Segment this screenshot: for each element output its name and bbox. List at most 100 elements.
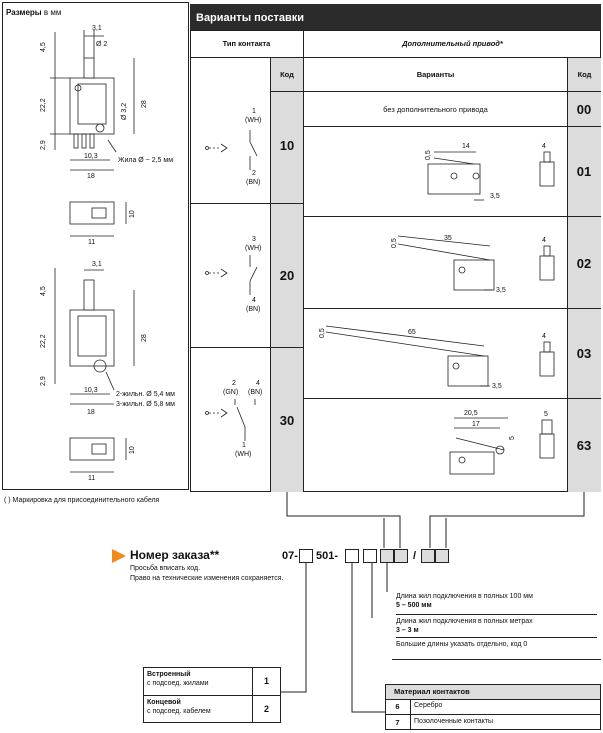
order-box-mount[interactable] (299, 549, 313, 563)
cable-length-line-2: 5 – 500 мм (396, 602, 432, 609)
variants-header: Варианты поставки (190, 4, 601, 30)
drive-none-text: без дополнительного привода (383, 104, 488, 114)
col-variants-header: Варианты (304, 58, 567, 92)
dimensions-title: Размеры в мм (6, 8, 61, 17)
contact-30-label-6: (WH) (235, 451, 252, 458)
mount-2-title: Концевой (147, 699, 181, 706)
order-note-2: Право на технические изменения сохраняет… (130, 575, 284, 582)
dim-10-bottom: 10 (129, 446, 136, 454)
drive-code-02: 02 (576, 255, 592, 271)
dim-22-2-bottom: 22,2 (40, 334, 47, 348)
contact-code-column (270, 92, 304, 492)
dimensions-unit: в мм (43, 8, 62, 17)
drive-drawing-01: 0,5 14 3,5 4 (425, 143, 555, 201)
contact-30-label-4: (BN) (248, 389, 263, 396)
order-box-length[interactable] (363, 549, 377, 563)
material-title: Материал контактов (386, 685, 600, 699)
contact-code-20: 20 (279, 267, 295, 283)
dim-4-5-top: 4,5 (40, 42, 47, 52)
order-box-contact-2[interactable] (394, 549, 408, 563)
contact-30-label-5: 1 (242, 442, 246, 449)
mount-1-sub: с подсоед. жилами (147, 680, 209, 687)
dim-10-3-bottom: 10,3 (84, 387, 98, 394)
drive-02-dim-3: 4 (542, 237, 546, 244)
cable-length-line-5: Большие длины указать отдельно, код 0 (396, 641, 528, 648)
dim-10-top: 10 (129, 210, 136, 218)
dim-28-bottom: 28 (141, 334, 148, 342)
order-box-contact-1[interactable] (380, 549, 394, 563)
dim-3-1-bottom: 3,1 (92, 261, 102, 268)
contact-code-30: 30 (279, 412, 295, 428)
order-box-drive-2[interactable] (435, 549, 449, 563)
drive-63-dim-2: 5 (509, 436, 516, 440)
contact-20-label-1: 3 (252, 236, 256, 243)
order-box-drive-1[interactable] (421, 549, 435, 563)
contact-symbol-10 (205, 130, 258, 170)
mount-2-sub: с подсоед. кабелем (147, 708, 211, 715)
dim-11-bottom: 11 (88, 475, 95, 482)
col-contact-header: Тип контакта (190, 30, 304, 58)
material-table (385, 684, 601, 730)
contact-symbol-30 (205, 399, 256, 441)
drive-drawing-03: 0,5 65 3,5 4 (319, 325, 555, 390)
variants-title: Варианты поставки (196, 12, 305, 24)
col-code-header: Код (270, 58, 304, 92)
drive-01-dim-1: 14 (462, 143, 470, 150)
dim-d3-2-top: Ø 3,2 (121, 103, 128, 120)
mount-1-code: 1 (263, 676, 269, 686)
contact-20-label-3: 4 (252, 297, 256, 304)
drive-03-dim-0: 0,5 (319, 328, 326, 338)
dim-11-top: 11 (88, 239, 95, 246)
dim-d2-top: Ø 2 (96, 41, 107, 48)
order-mid: 501- (316, 550, 339, 562)
dimensions-title-text: Размеры (6, 8, 42, 17)
contact-20-label-4: (BN) (246, 306, 261, 313)
order-note-1: Просьба вписать код. (130, 565, 201, 572)
cable-length-box: Длина жил подключения в полных 100 мм 5 … (392, 590, 601, 660)
switch-front-drawing-bottom: 3,1 4,5 22,2 28 2,9 10,3 18 2-жильн. Ø 5… (40, 261, 175, 482)
cable-length-line-3: Длина жил подключения в полных метрах (396, 618, 533, 625)
contact-30-label-1: 2 (232, 380, 236, 387)
contact-30-label-3: 4 (256, 380, 260, 387)
contact-30-label-2: (GN) (223, 389, 239, 396)
dim-18-bottom: 18 (87, 409, 95, 416)
dim-2-9-bottom: 2,9 (40, 376, 47, 386)
drive-63-dim-0: 20,5 (464, 410, 478, 417)
drive-02-dim-2: 3,5 (496, 287, 506, 294)
dim-18-top: 18 (87, 173, 95, 180)
switch-front-drawing-top: 3,1 Ø 2 4,5 22,2 Ø 3,2 28 2,9 10,3 18 Жи… (40, 25, 173, 246)
drive-code-00: 00 (576, 101, 592, 117)
drive-03-dim-1: 65 (408, 329, 416, 336)
dim-10-3-top: 10,3 (84, 153, 98, 160)
contact-code-10: 10 (279, 137, 295, 153)
cable-length-line-1: Длина жил подключения в полных 100 мм (396, 593, 533, 600)
dim-4-5-bottom: 4,5 (40, 286, 47, 296)
drive-01-dim-3: 4 (542, 143, 546, 150)
contact-20-label-2: (WH) (245, 245, 262, 252)
material-code-6: 6 (395, 702, 400, 711)
drive-63-dim-1: 17 (472, 421, 480, 428)
col-drive-header: Дополнительный привод* (304, 30, 601, 58)
mount-option-1: Встроенный с подсоед. жилами (147, 670, 209, 688)
drive-drawing-02: 0,5 35 3,5 4 (391, 235, 555, 294)
mount-2-code: 2 (263, 704, 269, 714)
order-prefix: 07- (282, 550, 298, 562)
order-arrow-icon (112, 549, 126, 563)
mount-option-2: Концевой с подсоед. кабелем (147, 698, 211, 716)
drive-code-03: 03 (576, 345, 592, 361)
order-box-material[interactable] (345, 549, 359, 563)
drive-02-dim-0: 0,5 (391, 238, 398, 248)
cable-note-1: 2-жильн. Ø 5,4 мм (116, 391, 175, 398)
material-name-7: Позолоченные контакты (414, 718, 494, 725)
dim-22-2-top: 22,2 (40, 98, 47, 112)
drive-code-63: 63 (576, 437, 592, 453)
material-name-6: Серебро (414, 702, 443, 709)
drive-63-dim-3: 5 (544, 411, 548, 418)
contact-10-label-3: 2 (252, 170, 256, 177)
material-code-7: 7 (395, 717, 400, 727)
drive-code-column (567, 92, 601, 492)
order-slash: / (413, 550, 417, 562)
contact-10-label-4: (BN) (246, 179, 261, 186)
contact-symbol-20 (205, 255, 258, 295)
